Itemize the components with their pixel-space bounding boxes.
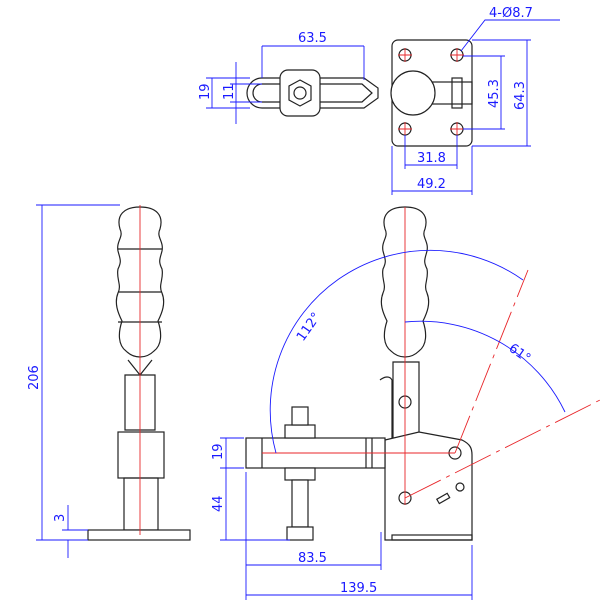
dim-lines-slot [206,62,262,124]
centerline-112 [404,399,600,499]
top-view: 63.5 19 11 45.3 64.3 31.8 49.2 4-Ø8.7 [198,6,560,195]
angle-arc-112 [269,249,524,454]
dim-bar-height: 44 [211,495,226,512]
dim-lines-vertical [463,39,531,147]
dim-slot-inner: 11 [222,83,237,100]
dim-hole-spacing-h: 31.8 [417,151,446,166]
dim-plate-height: 64.3 [513,81,528,110]
base-plate-side [87,529,191,541]
front-view: 112° 61° 19 44 83.5 139.5 [211,206,600,600]
spindle-foot [286,526,314,541]
dim-lines-height [36,204,120,541]
dim-lines-base [62,505,88,558]
dim-reach: 83.5 [298,551,327,566]
hole-callout-leader [460,19,560,52]
centerline-61 [454,269,529,454]
spindle [291,479,309,528]
body-lower [123,477,159,531]
upper-nut [284,424,316,439]
dim-total-length: 139.5 [340,581,377,596]
angle-arc-61 [404,320,566,413]
dim-bar-thickness: 19 [211,443,226,460]
handle-knob [390,70,436,116]
dim-slot-outer: 19 [198,83,213,100]
hole-callout: 4-Ø8.7 [489,6,533,21]
arm-slot [252,83,373,103]
body-block [117,431,165,479]
dim-lines-length [245,472,473,600]
dim-lines-bar [220,437,290,541]
dim-lines-horizontal [391,135,473,195]
spindle-top [291,406,309,426]
dim-arm-length: 63.5 [298,31,327,46]
arm-outline [246,77,379,109]
dim-hole-spacing-v: 45.3 [487,79,502,108]
mounting-holes [398,48,464,136]
dim-line-63-5 [261,45,365,80]
dim-plate-width: 49.2 [417,177,446,192]
dim-base-thickness: 3 [53,514,68,522]
side-view: 206 3 [27,204,191,558]
link-block [451,77,463,109]
lower-nut [284,467,316,481]
spindle-end [293,86,307,100]
dim-total-height: 206 [27,365,42,390]
angle-open: 112° [294,310,324,344]
